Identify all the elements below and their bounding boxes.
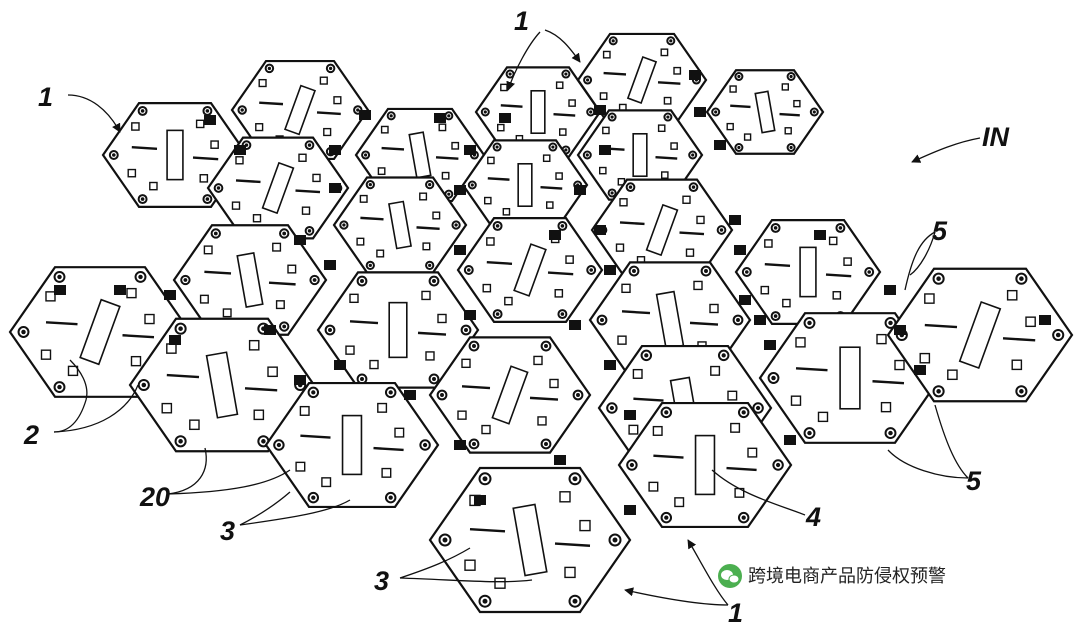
connector-block: [324, 260, 336, 270]
connector-block: [264, 325, 276, 335]
connector-block: [334, 360, 346, 370]
label-3-upper: 3: [220, 516, 235, 546]
connector-block: [594, 225, 606, 235]
label-1-bottom: 1: [728, 598, 743, 628]
connector-block: [54, 285, 66, 295]
connector-block: [169, 335, 181, 345]
label-4: 4: [805, 502, 821, 532]
connector-block: [604, 360, 616, 370]
connector-block: [454, 245, 466, 255]
label-1-left: 1: [38, 82, 53, 112]
connector-block: [739, 295, 751, 305]
connector-block: [454, 185, 466, 195]
connector-block: [764, 340, 776, 350]
hex-tile: [886, 267, 1074, 403]
connector-block: [604, 265, 616, 275]
connector-block: [464, 145, 476, 155]
hex-tile: [332, 176, 468, 274]
label-2: 2: [23, 420, 39, 450]
label-1-top: 1: [514, 6, 529, 36]
connector-block: [359, 110, 371, 120]
hex-tile: [316, 271, 480, 389]
label-5-upper: 5: [932, 216, 948, 246]
connector-block: [474, 495, 486, 505]
watermark-text: 跨境电商产品防侵权预警: [748, 566, 946, 587]
hex-tile: [461, 139, 589, 231]
connector-block: [549, 230, 561, 240]
hex-tile: [128, 317, 316, 453]
connector-block: [689, 70, 701, 80]
wechat-logo-icon: [718, 564, 742, 588]
connector-block: [294, 235, 306, 245]
connector-block: [114, 285, 126, 295]
connector-block: [234, 145, 246, 155]
connector-block: [569, 320, 581, 330]
connector-block: [554, 455, 566, 465]
connector-block: [204, 115, 216, 125]
hex-tile: [428, 466, 632, 614]
connector-block: [594, 105, 606, 115]
connector-block: [784, 435, 796, 445]
watermark: 跨境电商产品防侵权预警: [718, 564, 946, 588]
connector-block: [404, 390, 416, 400]
connector-block: [599, 145, 611, 155]
hex-tile: [734, 219, 882, 325]
hexagonal-tile-array: [8, 32, 1074, 614]
connector-block: [754, 315, 766, 325]
connector-block: [464, 310, 476, 320]
hex-tile: [617, 401, 793, 529]
connector-block: [624, 410, 636, 420]
hex-tile: [101, 102, 249, 208]
connector-block: [574, 185, 586, 195]
connector-block: [694, 107, 706, 117]
connector-block: [894, 325, 906, 335]
connector-block: [499, 113, 511, 123]
connector-block: [329, 183, 341, 193]
hex-tile: [705, 69, 825, 155]
connector-block: [884, 285, 896, 295]
connector-block: [624, 505, 636, 515]
connector-block: [714, 140, 726, 150]
hex-tile: [428, 336, 592, 454]
hex-tile: [456, 217, 604, 323]
tile-connectors: [54, 70, 1051, 515]
connector-block: [1039, 315, 1051, 325]
connector-block: [914, 365, 926, 375]
connector-block: [294, 375, 306, 385]
label-3-lower: 3: [374, 566, 389, 596]
connector-block: [164, 290, 176, 300]
connector-block: [454, 440, 466, 450]
leader-lines: [53, 29, 981, 606]
hex-tile: [590, 178, 734, 282]
connector-block: [329, 145, 341, 155]
reference-labels: 1 1 1 2 20 3 3 4 5 5 IN: [23, 6, 1010, 628]
connector-block: [814, 230, 826, 240]
hex-tile: [264, 381, 440, 509]
connector-block: [434, 113, 446, 123]
connector-block: [729, 215, 741, 225]
label-5-lower: 5: [966, 466, 982, 496]
label-in: IN: [982, 122, 1010, 152]
connector-block: [734, 245, 746, 255]
label-20: 20: [139, 482, 170, 512]
